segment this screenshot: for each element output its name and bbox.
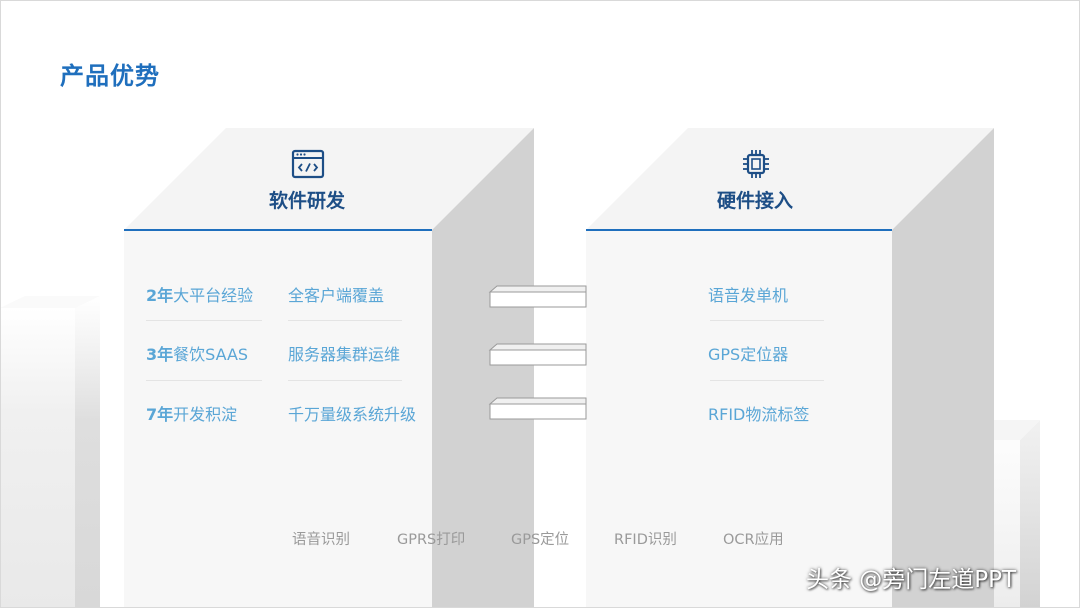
hardware-cube-front: [586, 230, 892, 608]
software-capability-1: 全客户端覆盖: [288, 286, 385, 305]
software-accent-line: [124, 229, 432, 231]
divider: [146, 380, 262, 381]
hardware-title: 硬件接入: [716, 190, 793, 212]
software-title: 软件研发: [268, 190, 345, 212]
software-cube-front: [124, 230, 432, 608]
hardware-feature-3: RFID物流标签: [708, 405, 810, 424]
left-bg-tower-top: [0, 296, 100, 308]
tech-item-ocr: OCR应用: [723, 532, 784, 548]
divider: [288, 380, 402, 381]
software-cube-top: [124, 128, 534, 230]
divider: [710, 380, 824, 381]
chip-icon: [743, 150, 769, 178]
hardware-cube-top: [586, 128, 994, 230]
connector-bar-2: [488, 343, 587, 366]
code-window-icon: [291, 149, 325, 179]
divider: [146, 320, 262, 321]
software-capability-2: 服务器集群运维: [288, 345, 401, 364]
hardware-accent-line: [586, 229, 892, 231]
connector-bar-1: [488, 285, 587, 308]
software-cube-side: [432, 128, 534, 608]
divider: [288, 320, 402, 321]
hardware-cube-side: [892, 128, 994, 608]
tech-item-voice: 语音识别: [292, 532, 350, 548]
connector-bar-3: [488, 397, 587, 420]
divider: [710, 320, 824, 321]
software-feature-2: 3年餐饮SAAS: [146, 345, 249, 364]
right-bg-tower-side: [1020, 420, 1040, 608]
tech-item-gprs: GPRS打印: [397, 532, 466, 548]
left-bg-tower-side: [75, 296, 100, 608]
software-capability-3: 千万量级系统升级: [288, 405, 417, 424]
tech-item-gps: GPS定位: [511, 532, 570, 548]
software-feature-3: 7年开发积淀: [146, 405, 238, 424]
page-title: 产品优势: [60, 62, 160, 90]
software-feature-1: 2年大平台经验: [146, 286, 254, 305]
left-bg-tower: [0, 308, 75, 608]
hardware-feature-2: GPS定位器: [708, 345, 789, 364]
hardware-feature-1: 语音发单机: [708, 286, 789, 305]
watermark: 头条 @旁门左道PPT: [806, 567, 1017, 593]
tech-item-rfid: RFID识别: [614, 532, 677, 548]
